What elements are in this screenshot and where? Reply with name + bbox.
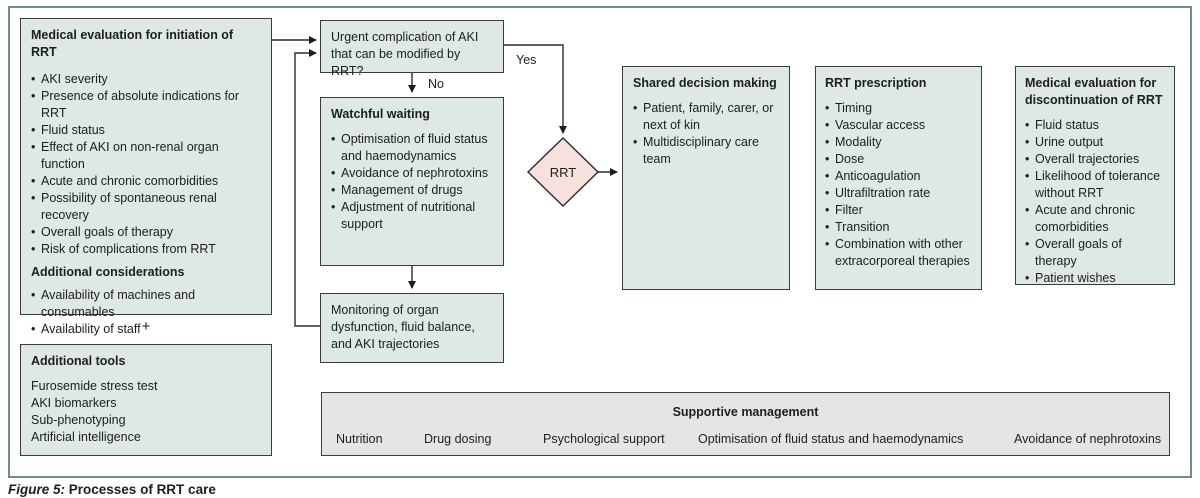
supportive-item: Avoidance of nephrotoxins <box>1014 432 1162 446</box>
plus-connector: + <box>141 318 151 335</box>
list-item: Anticoagulation <box>825 168 972 185</box>
list-item: Effect of AKI on non-renal organ functio… <box>31 139 261 173</box>
list-item: Dose <box>825 151 972 168</box>
list-item: Possibility of spontaneous renal recover… <box>31 190 261 224</box>
list-item: Combination with other extracorporeal th… <box>825 236 972 270</box>
list-item: Urine output <box>1025 134 1165 151</box>
list-item: Fluid status <box>1025 117 1165 134</box>
list-item: Adjustment of nutritional support <box>331 199 493 233</box>
box-additional-tools: Additional tools Furosemide stress test … <box>20 344 272 456</box>
list-item: Filter <box>825 202 972 219</box>
bar-supportive-management: Supportive management Nutrition Drug dos… <box>321 392 1170 456</box>
list-item: Timing <box>825 100 972 117</box>
box-medical-evaluation-discontinuation: Medical evaluation for discontinuation o… <box>1015 66 1175 287</box>
rrt-decision-diamond <box>526 137 600 207</box>
supportive-item: Optimisation of fluid status and haemody… <box>698 432 964 446</box>
box-title: RRT prescription <box>825 76 927 90</box>
list-item: Availability of machines and consumables <box>31 287 261 321</box>
list-item: Presence of absolute indications for RRT <box>31 88 261 122</box>
list-item: AKI biomarkers <box>31 396 117 410</box>
list-item: Risk of complications from RRT <box>31 241 261 258</box>
list-item: Overall trajectories <box>1025 151 1165 168</box>
list-item: Acute and chronic comorbidities <box>31 173 261 190</box>
supportive-item: Drug dosing <box>424 432 492 446</box>
list-item: Ultrafiltration rate <box>825 185 972 202</box>
list-item: Artificial intelligence <box>31 430 141 444</box>
box-shared-decision-making: Shared decision making Patient, family, … <box>622 66 790 290</box>
box-urgent-complication: Urgent complication of AKI that can be m… <box>320 20 504 78</box>
list-item: Acute and chronic comorbidities <box>1025 202 1165 236</box>
list-item: Likelihood of tolerance without RRT <box>1025 168 1165 202</box>
list-item: Furosemide stress test <box>31 379 158 393</box>
list-item: Patient wishes <box>1025 270 1165 287</box>
bar-title: Supportive management <box>672 405 819 419</box>
figure-caption: Figure 5: Processes of RRT care <box>8 482 216 497</box>
supportive-item: Nutrition <box>336 432 383 446</box>
figure-caption-title: Processes of RRT care <box>65 482 216 497</box>
list-item: Overall goals of therapy <box>31 224 261 241</box>
supportive-item: Psychological support <box>543 432 665 446</box>
box-text: Monitoring of organ dysfunction, fluid b… <box>331 303 475 351</box>
list-item: Avoidance of nephrotoxins <box>331 165 493 182</box>
box-medical-evaluation-initiation: Medical evaluation for initiation of RRT… <box>20 18 272 338</box>
list-item: AKI severity <box>31 71 261 88</box>
arrow-yes-urgent-to-rrt <box>504 44 567 134</box>
rrt-decision-label: RRT <box>550 165 577 180</box>
list-item: Patient, family, carer, or next of kin <box>633 100 779 134</box>
figure-caption-label: Figure 5: <box>8 482 66 497</box>
list-item: Availability of staff <box>31 321 261 338</box>
box-text: Urgent complication of AKI that can be m… <box>331 30 479 78</box>
box-watchful-waiting: Watchful waiting Optimisation of fluid s… <box>320 97 504 266</box>
list-item: Overall goals of therapy <box>1025 236 1165 270</box>
list-item: Multidisciplinary care team <box>633 134 779 168</box>
list-item: Fluid status <box>31 122 261 139</box>
box-monitoring: Monitoring of organ dysfunction, fluid b… <box>320 293 504 363</box>
box-rrt-prescription: RRT prescription Timing Vascular access … <box>815 66 982 290</box>
box-title: Watchful waiting <box>331 107 430 121</box>
box-subtitle: Additional considerations <box>31 265 185 279</box>
box-title: Additional tools <box>31 354 126 368</box>
edge-label-no: No <box>428 77 444 91</box>
list-item: Modality <box>825 134 972 151</box>
edge-label-yes: Yes <box>516 53 537 67</box>
box-title: Medical evaluation for initiation of RRT <box>31 28 234 59</box>
box-title: Shared decision making <box>633 76 777 90</box>
box-title: Medical evaluation for discontinuation o… <box>1025 76 1163 107</box>
list-item: Vascular access <box>825 117 972 134</box>
list-item: Transition <box>825 219 972 236</box>
list-item: Management of drugs <box>331 182 493 199</box>
list-item: Optimisation of fluid status and haemody… <box>331 131 493 165</box>
list-item: Sub-phenotyping <box>31 413 126 427</box>
arrow-monitoring-loop-to-urgent <box>294 49 321 327</box>
